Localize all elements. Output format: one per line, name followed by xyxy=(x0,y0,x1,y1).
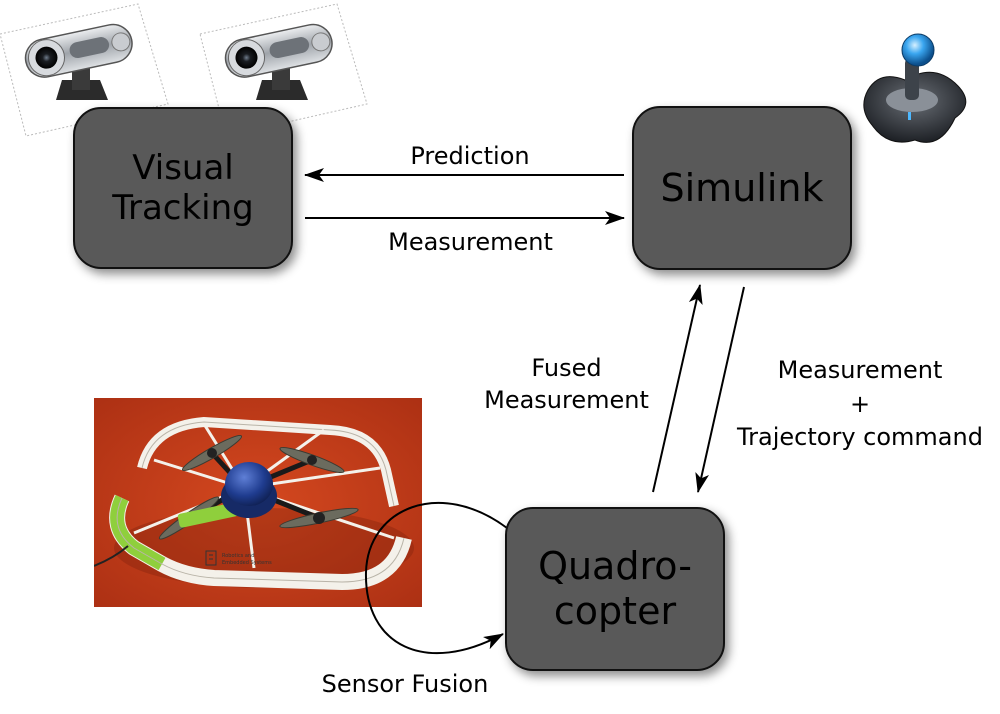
measurement-label: Measurement xyxy=(388,228,553,256)
visual-tracking-label: Visual Tracking xyxy=(112,147,254,228)
quadrocopter-photo: Robotics and Embedded Systems xyxy=(94,398,422,607)
visual-tracking-node: Visual Tracking xyxy=(73,107,293,269)
webcam-icon xyxy=(199,3,368,137)
quadrocopter-label: Quadro- copter xyxy=(538,544,692,633)
photo-frame-label: Robotics and xyxy=(222,553,254,559)
webcam-icon xyxy=(0,3,169,137)
joystick-icon xyxy=(863,33,967,143)
fused-measurement-arrow xyxy=(652,284,703,493)
simulink-node: Simulink xyxy=(632,106,852,270)
measurement-trajectory-label: Measurement + Trajectory command xyxy=(737,356,983,452)
sensor-fusion-label: Sensor Fusion xyxy=(321,670,489,698)
trajectory-command-arrow xyxy=(695,286,745,493)
svg-text:Embedded Systems: Embedded Systems xyxy=(222,560,272,566)
prediction-label: Prediction xyxy=(410,142,530,170)
fused-measurement-label: Fused Measurement xyxy=(484,354,649,415)
quadrocopter-node: Quadro- copter xyxy=(505,507,725,671)
simulink-label: Simulink xyxy=(660,165,824,210)
